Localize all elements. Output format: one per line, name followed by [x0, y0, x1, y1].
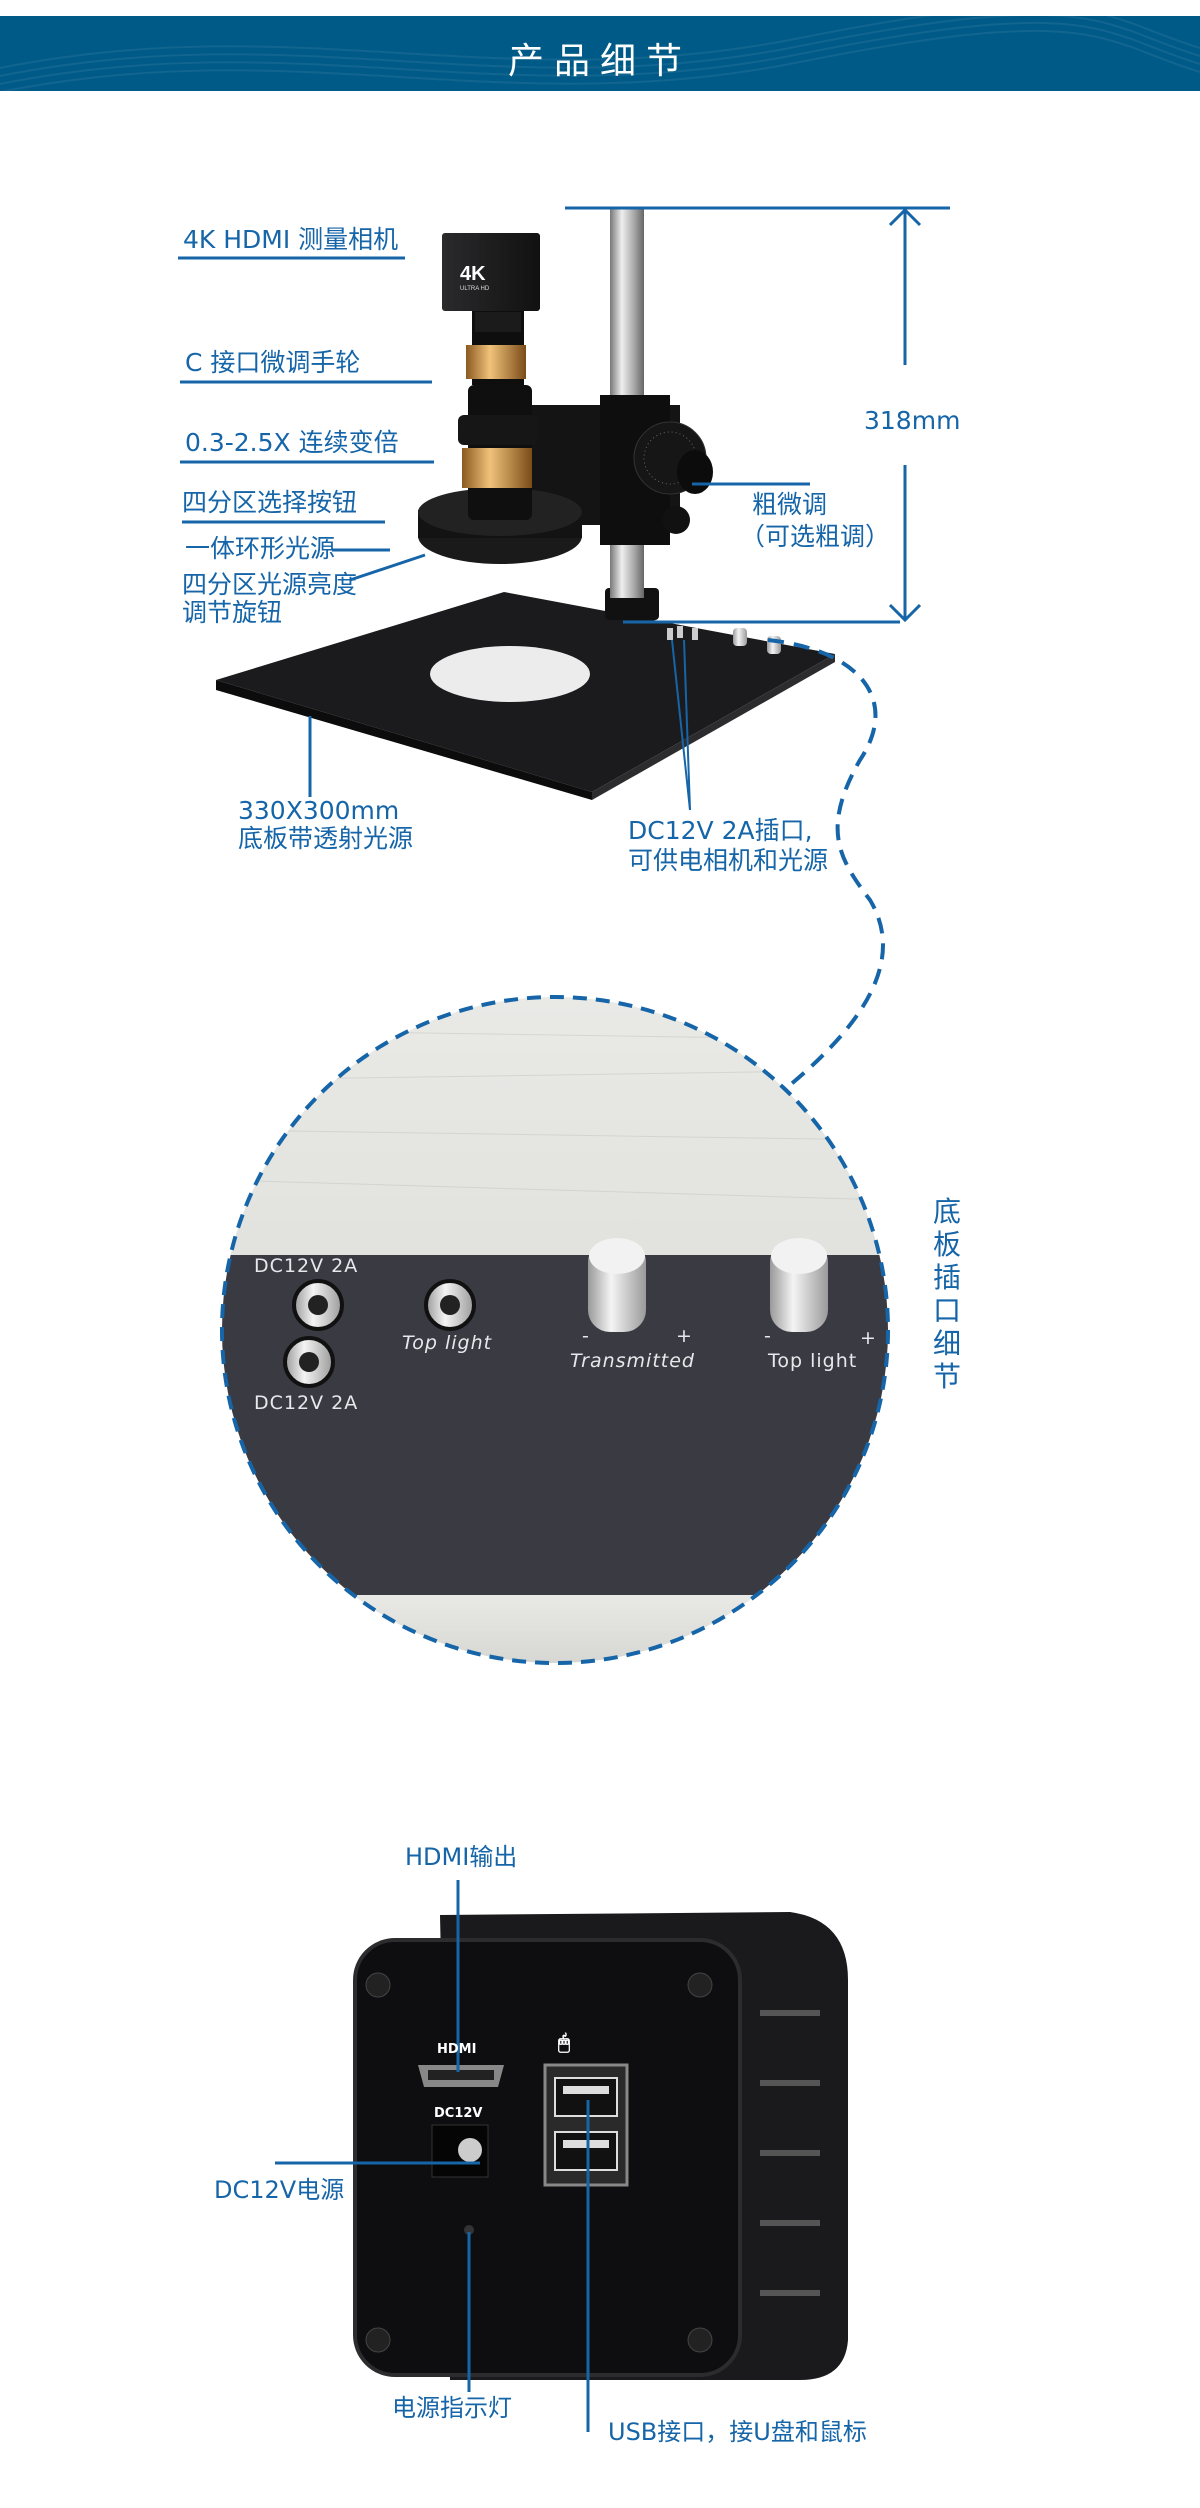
label-knob-2: 调节旋钮 [182, 598, 283, 627]
minus-sign: - [582, 1325, 590, 1347]
label-base-2: 底板带透射光源 [238, 824, 414, 853]
label-base-1: 330X300mm [238, 796, 400, 825]
label-dc-power: DC12V电源 [214, 2176, 345, 2204]
wave-pattern [0, 16, 1200, 91]
badge-ultra-hd: ULTRA HD [460, 286, 490, 292]
badge-4k: 4K [460, 263, 486, 285]
label-camera: 4K HDMI 测量相机 [183, 225, 399, 254]
label-quad-button: 四分区选择按钮 [182, 488, 358, 517]
measurement-camera: 4K ULTRA HD [442, 233, 540, 311]
camera-leader-lines [275, 1880, 590, 2432]
leader-lines [178, 206, 950, 811]
panel-dc-label: DC12V [434, 2106, 483, 2121]
label-hdmi-output: HDMI输出 [405, 1843, 518, 1871]
section-header: 产品细节 [0, 16, 1200, 91]
knob-label-top-light: Top light [768, 1350, 858, 1372]
detail-circle-border [220, 995, 890, 1665]
page-title: 产品细节 [507, 41, 692, 82]
label-dc-1: DC12V 2A插口, [628, 816, 813, 845]
mouse-icon: 🖱 [558, 2030, 570, 2054]
port-label-dc-top: DC12V 2A [254, 1255, 359, 1277]
base-detail-title: 底板插口细节 [932, 1195, 961, 1393]
label-knob-1: 四分区光源亮度 [182, 570, 358, 599]
label-height: 318mm [864, 406, 961, 435]
label-indicator: 电源指示灯 [392, 2394, 512, 2422]
label-focus-1: 粗微调 [752, 490, 828, 519]
zoom-lens [418, 305, 582, 564]
label-c-mount: C 接口微调手轮 [185, 348, 361, 377]
base-detail-photo [222, 997, 888, 1663]
label-ring-light: 一体环形光源 [185, 534, 336, 563]
plus-sign: + [676, 1325, 693, 1347]
knob-label-transmitted: Transmitted [570, 1350, 695, 1372]
plus-sign: + [860, 1327, 877, 1349]
base-plate [216, 592, 835, 800]
label-focus-2: （可选粗调） [740, 522, 891, 551]
camera-rear-photo [353, 1912, 848, 2380]
port-label-top-light: Top light [402, 1332, 493, 1354]
minus-sign: - [764, 1325, 772, 1347]
port-label-dc-bottom: DC12V 2A [254, 1392, 359, 1414]
label-usb: USB接口，接U盘和鼠标 [608, 2418, 867, 2446]
label-zoom: 0.3-2.5X 连续变倍 [185, 428, 399, 457]
panel-hdmi-label: HDMI [437, 2042, 477, 2057]
label-dc-2: 可供电相机和光源 [628, 846, 829, 875]
